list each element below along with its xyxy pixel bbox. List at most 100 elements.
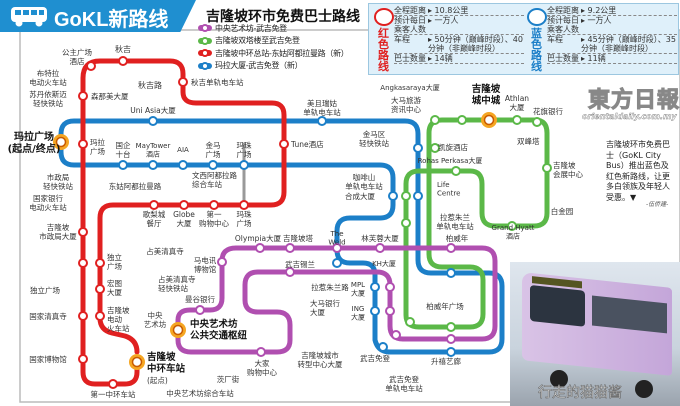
station-marker[interactable] — [405, 317, 415, 327]
station-marker[interactable] — [108, 379, 118, 389]
station-marker[interactable] — [239, 160, 249, 170]
station-label: Angkasaraya大厦 — [380, 83, 439, 92]
station-label: 茨厂街 — [217, 374, 240, 384]
station-marker[interactable] — [78, 311, 88, 321]
station-marker[interactable] — [95, 258, 105, 268]
route-name: 蓝色路线 — [531, 27, 542, 73]
info-row: 全程距离▸ 10.8公里 — [394, 6, 524, 16]
station-label: 大家购物中心 — [247, 358, 277, 377]
route-line-icon — [198, 36, 212, 45]
route-line-icon — [198, 24, 212, 33]
station-marker[interactable] — [378, 342, 388, 352]
station-label: 独立广场 — [30, 285, 60, 295]
station-marker[interactable] — [542, 163, 552, 173]
station-marker[interactable] — [385, 306, 395, 316]
station-marker[interactable] — [279, 139, 289, 149]
station-marker[interactable] — [401, 191, 411, 201]
station-marker[interactable] — [457, 115, 467, 125]
info-value: ▸ 9.2公里 — [581, 6, 617, 15]
route-red — [80, 58, 287, 387]
station-marker[interactable] — [446, 268, 456, 278]
station-marker[interactable] — [370, 306, 380, 316]
station-marker[interactable] — [118, 56, 128, 66]
bus-image — [522, 272, 672, 376]
station-label: Olympia大厦 — [235, 233, 282, 243]
station-marker[interactable] — [413, 191, 423, 201]
station-marker[interactable] — [195, 305, 205, 315]
station-marker[interactable] — [239, 200, 249, 210]
station-marker[interactable] — [95, 284, 105, 294]
station-marker[interactable] — [451, 166, 461, 176]
station-marker[interactable] — [78, 91, 88, 101]
station-marker[interactable] — [446, 322, 456, 332]
info-row: 巴士数量▸ 11辆 — [547, 54, 677, 64]
station-marker[interactable] — [217, 257, 227, 267]
station-marker[interactable] — [285, 243, 295, 253]
station-marker[interactable] — [446, 243, 456, 253]
station-marker[interactable] — [179, 200, 189, 210]
station-label: 金马区轻快铁站 — [359, 129, 389, 148]
station-marker[interactable] — [285, 267, 295, 277]
station-marker[interactable] — [149, 200, 159, 210]
station-label: 吉隆坡城中城 — [472, 83, 501, 106]
station-marker[interactable] — [78, 354, 88, 364]
station-label: 公主广场酒店 — [62, 47, 92, 66]
station-marker[interactable] — [78, 139, 88, 149]
station-marker[interactable] — [256, 347, 266, 357]
station-marker[interactable] — [388, 191, 398, 201]
station-marker[interactable] — [401, 218, 411, 228]
station-marker[interactable] — [148, 116, 158, 126]
station-marker[interactable] — [332, 243, 342, 253]
author-credit: -伍侨建- — [646, 201, 669, 208]
station-marker[interactable] — [512, 115, 522, 125]
station-marker[interactable] — [446, 347, 456, 357]
station-label: 中央艺术坊综合车站 — [166, 388, 234, 398]
station-label: 国家银行电动火车站 — [29, 193, 67, 212]
station-marker[interactable] — [118, 160, 128, 170]
station-label: 咖啡山单轨电车站 — [345, 172, 383, 191]
station-marker[interactable] — [391, 330, 401, 340]
station-marker[interactable] — [95, 311, 105, 321]
station-marker[interactable] — [370, 282, 380, 292]
brand-title: GoKL新路线 — [54, 9, 169, 31]
station-marker[interactable] — [532, 117, 542, 127]
station-marker[interactable] — [209, 200, 219, 210]
station-marker[interactable] — [430, 143, 440, 153]
station-marker[interactable] — [430, 115, 440, 125]
station-label: 美且瑞姑单轨电车站 — [303, 98, 341, 117]
station-marker[interactable] — [178, 160, 188, 170]
news-note: 吉隆坡环市免费巴士（GoKL City Bus）推出蓝色及红色新路线，让更多白领… — [606, 140, 670, 202]
hub-center-icon — [172, 324, 184, 336]
station-marker[interactable] — [86, 61, 96, 71]
station-label: 秋吉单轨电车站 — [191, 77, 244, 87]
info-value: ▸ 一万人 — [428, 16, 459, 25]
station-label: 吉隆坡塔 — [283, 233, 313, 243]
station-marker[interactable] — [78, 258, 88, 268]
station-marker[interactable] — [507, 221, 517, 231]
route-name: 红色路线 — [378, 27, 389, 73]
station-label: 苏丹依斯迈轻快铁站 — [29, 89, 67, 108]
brand-banner: GoKL新路线 — [0, 0, 196, 32]
station-marker[interactable] — [148, 160, 158, 170]
station-label: Rohas Perkasa大厦 — [418, 156, 483, 165]
station-marker[interactable] — [446, 334, 456, 344]
station-label: AIA — [177, 146, 189, 154]
station-label: 吉隆坡中环车站 — [147, 351, 186, 374]
station-marker[interactable] — [385, 282, 395, 292]
station-marker[interactable] — [255, 243, 265, 253]
station-marker[interactable] — [78, 227, 88, 237]
station-marker[interactable] — [375, 243, 385, 253]
station-label: 柏威年 — [446, 233, 469, 243]
station-label: 国家博物馆 — [29, 354, 67, 364]
station-label: 玛拉广场 — [90, 137, 105, 156]
station-label: 文西阿都拉路综合车站 — [192, 170, 237, 189]
station-marker[interactable] — [332, 258, 342, 268]
station-marker[interactable] — [317, 116, 327, 126]
legend-label: 吉隆坡中环总站-东姑阿都拉曼路（新） — [215, 48, 349, 58]
station-marker[interactable] — [208, 160, 218, 170]
station-marker[interactable] — [178, 77, 188, 87]
station-label: 吉隆坡市政局大厦 — [39, 222, 77, 241]
station-marker[interactable] — [413, 143, 423, 153]
